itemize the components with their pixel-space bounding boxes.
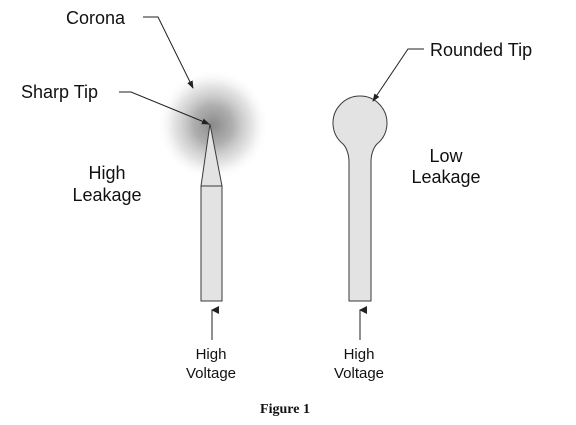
right-voltage-label-line2: Voltage xyxy=(334,365,384,382)
sharp-tip-shaft xyxy=(200,185,223,302)
corona-label: Corona xyxy=(66,8,126,28)
left-voltage-label-line1: High xyxy=(196,346,227,363)
low-leakage-label-line2: Leakage xyxy=(411,167,480,187)
corona-glow xyxy=(157,69,269,181)
corona-leader xyxy=(143,16,194,89)
high-leakage-label-line1: High xyxy=(88,163,125,183)
rounded-tip-leader xyxy=(372,48,424,102)
sharp-tip-leader xyxy=(119,91,210,125)
right-voltage-label-line1: High xyxy=(344,346,375,363)
rounded-tip-conductor xyxy=(332,95,388,302)
high-leakage-label-line2: Leakage xyxy=(72,185,141,205)
figure-caption: Figure 1 xyxy=(260,402,310,417)
left-voltage-label-line2: Voltage xyxy=(186,365,236,382)
sharp-tip-conductor xyxy=(200,123,223,302)
rounded-tip-label: Rounded Tip xyxy=(430,40,532,60)
sharp-tip-label: Sharp Tip xyxy=(21,82,98,102)
low-leakage-label-line1: Low xyxy=(429,146,463,166)
